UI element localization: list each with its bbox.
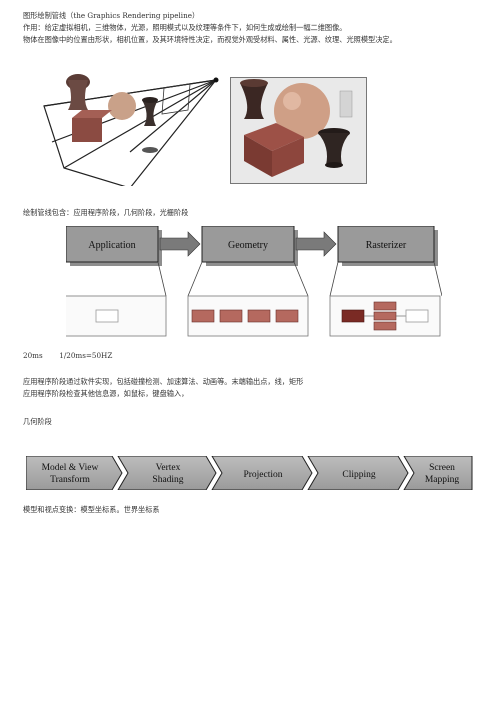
geometry-stage-heading: 几何阶段 [23, 417, 52, 426]
rendered-scene-image [230, 77, 367, 184]
geo-stage-vertex-shading-line2: Shading [152, 475, 183, 485]
geo-stage-screen-mapping-line2: Mapping [425, 475, 460, 485]
pipeline-stages-intro: 绘制管线包含：应用程序阶段，几何阶段，光栅阶段 [23, 208, 189, 217]
geo-stage-model-view-line1: Model & View [42, 463, 99, 473]
purpose-text: 作用：给定虚拟相机，三维物体，光源，照明模式以及纹理等条件下，如何生成或绘制一幅… [23, 23, 347, 32]
timing-frequency: 1/20ms=50HZ [59, 351, 113, 360]
application-stage-text-2: 应用程序阶段检查其他信息源，如鼠标，键盘输入， [23, 389, 189, 398]
timing-line: 20ms 1/20ms=50HZ [23, 351, 112, 360]
application-stage-text-1: 应用程序阶段通过软件实现，包括碰撞检测、加速算法、动画等。末端输出点，线，矩形 [23, 377, 304, 386]
factors-text: 物体在图像中的位置由形状，相机位置，及其环境特性决定，而视觉外观受材料、属性、光… [23, 35, 397, 44]
stage-application-label: Application [88, 240, 135, 251]
frustum-figure [43, 74, 219, 186]
section-title: 图形绘制管线（the Graphics Rendering pipeline） [23, 11, 200, 20]
geometry-pipeline-diagram: Model & View Transform Vertex Shading Pr… [26, 456, 473, 490]
geo-stage-clipping: Clipping [342, 470, 376, 480]
stage-rasterizer-label: Rasterizer [366, 240, 407, 251]
geo-stage-screen-mapping-line1: Screen [429, 463, 455, 473]
model-view-transform-text: 模型和视点变换：模型坐标系。世界坐标系 [23, 505, 160, 514]
rendering-pipeline-diagram: Application Geometry Rasterizer [66, 226, 442, 337]
geo-stage-vertex-shading-line1: Vertex [156, 463, 181, 473]
geo-stage-projection: Projection [243, 470, 282, 480]
geo-stage-model-view-line2: Transform [50, 474, 90, 485]
stage-geometry-label: Geometry [228, 240, 268, 251]
timing-frame-time: 20ms [23, 351, 43, 360]
